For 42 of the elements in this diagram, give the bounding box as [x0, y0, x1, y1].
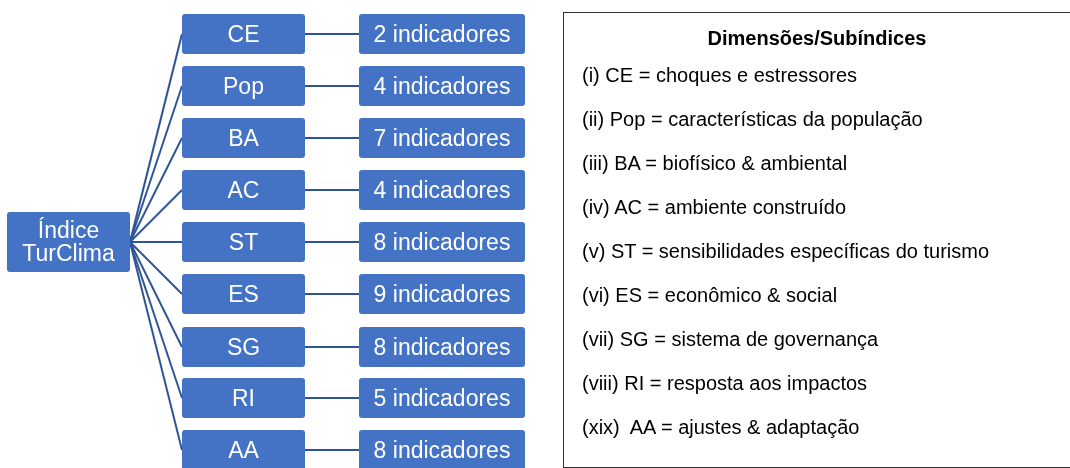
dimension-box: ES: [182, 274, 305, 314]
definition-text: (xix) AA = ajustes & adaptação: [582, 416, 861, 440]
dimension-box: SG: [182, 327, 305, 367]
connector-line: [304, 293, 360, 295]
index-box: Índice TurClima: [7, 212, 130, 272]
definition-text: (vii) SG = sistema de governança: [582, 328, 880, 352]
indicator-count-box: 4 indicadores: [359, 66, 525, 106]
indicator-count-box: 2 indicadores: [359, 14, 525, 54]
dimension-box: RI: [182, 378, 305, 418]
connector-line: [304, 137, 360, 139]
connector-line: [304, 241, 360, 243]
indicator-count-box: 5 indicadores: [359, 378, 525, 418]
indicator-count-box: 4 indicadores: [359, 170, 525, 210]
connector-line: [129, 189, 183, 243]
connector-line: [304, 397, 360, 399]
dimension-box: BA: [182, 118, 305, 158]
dimension-box: AC: [182, 170, 305, 210]
definition-text: (viii) RI = resposta aos impactos: [582, 372, 869, 396]
definition-text: (vi) ES = econômico & social: [582, 284, 839, 308]
connector-line: [129, 241, 183, 295]
legend-panel: [563, 12, 1070, 468]
indicator-count-box: 8 indicadores: [359, 430, 525, 468]
dimension-box: ST: [182, 222, 305, 262]
connector-line: [304, 85, 360, 87]
dimension-box: Pop: [182, 66, 305, 106]
connector-line: [304, 33, 360, 35]
indicator-count-box: 7 indicadores: [359, 118, 525, 158]
definition-text: (iii) BA = biofísico & ambiental: [582, 152, 849, 176]
definition-text: (v) ST = sensibilidades específicas do turismo: [582, 240, 991, 264]
connector-line: [304, 449, 360, 451]
indicator-count-box: 8 indicadores: [359, 222, 525, 262]
connector-line: [304, 346, 360, 348]
definition-text: (i) CE = choques e estressores: [582, 64, 859, 88]
indicator-count-box: 9 indicadores: [359, 274, 525, 314]
connector-line: [304, 189, 360, 191]
dimension-box: CE: [182, 14, 305, 54]
definition-text: (ii) Pop = características da população: [582, 108, 924, 132]
connector-line: [129, 241, 183, 243]
definition-text: (iv) AC = ambiente construído: [582, 196, 847, 220]
panel-heading: Dimensões/Subíndices: [706, 27, 928, 50]
indicator-count-box: 8 indicadores: [359, 327, 525, 367]
dimension-box: AA: [182, 430, 305, 468]
